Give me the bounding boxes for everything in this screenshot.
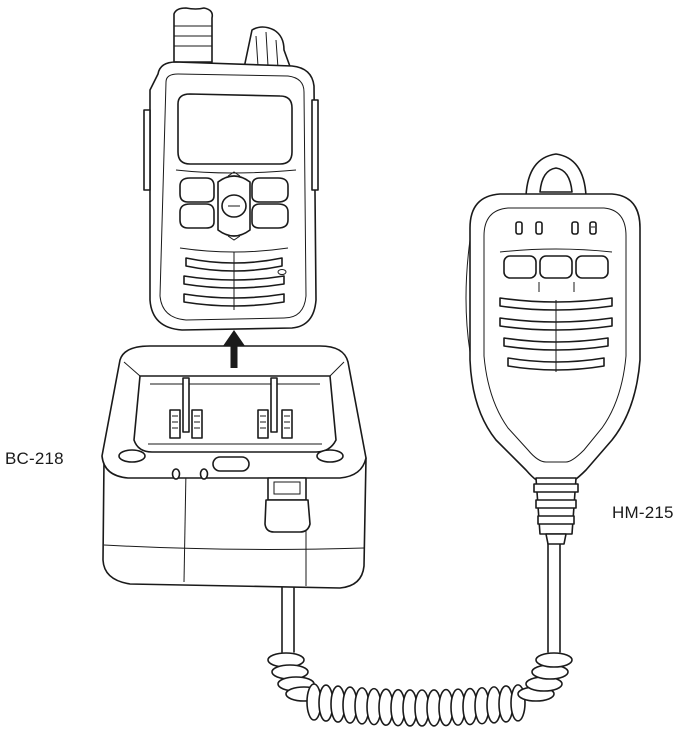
- charger-bc-218: [101, 345, 367, 589]
- arrow-up-icon: [223, 330, 245, 368]
- microphone-label: HM-215: [612, 503, 674, 522]
- cord-coil-ring: [535, 652, 573, 668]
- charger-label: BC-218: [5, 449, 64, 468]
- coiled-cord: [267, 529, 573, 727]
- microphone-hm-215: [465, 153, 641, 545]
- cord-coils: [267, 652, 573, 727]
- handheld-radio: [143, 7, 319, 331]
